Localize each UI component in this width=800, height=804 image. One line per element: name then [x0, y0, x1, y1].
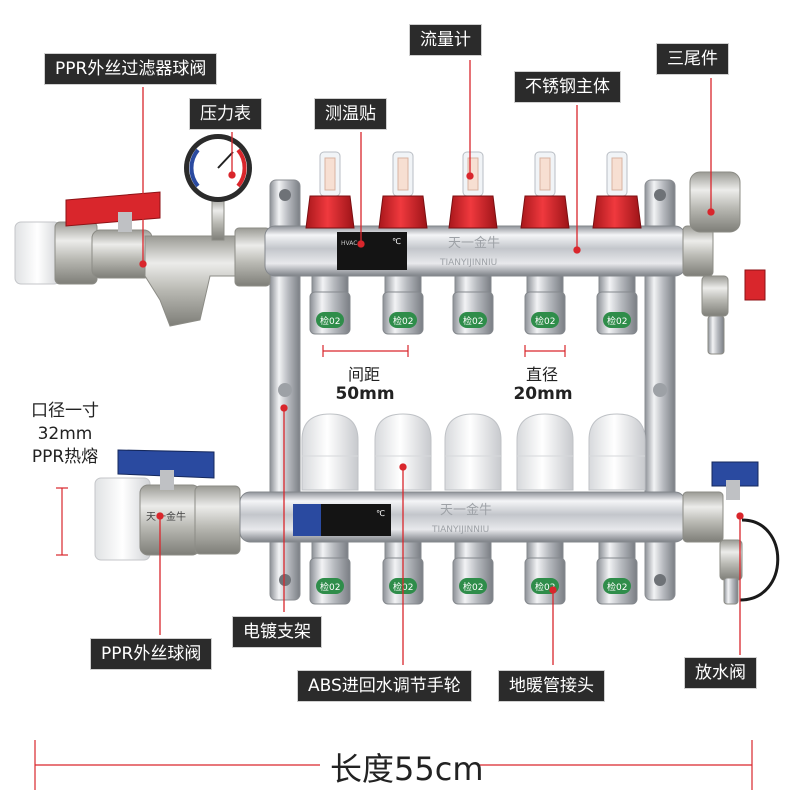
flow-meter-5[interactable]	[592, 151, 642, 229]
inlet-spec-line2: 32mm	[37, 424, 93, 444]
inlet-spec-line1: 口径一寸	[31, 401, 99, 421]
top-outlet-3: 检02	[452, 275, 494, 335]
label-temperature-sticker: 测温贴	[314, 98, 387, 130]
top-outlet-2: 检02	[382, 275, 424, 335]
bottom-manifold: 天一金牛 ℃ 天一金牛 TIANYIJINNIU	[94, 449, 780, 605]
abs-handwheel-5[interactable]	[588, 413, 646, 491]
label-floor-heating-connector: 地暖管接头	[498, 670, 605, 702]
flow-meter-1[interactable]	[305, 151, 355, 229]
flow-meter-3[interactable]	[448, 151, 498, 229]
label-ppr-ball-valve: PPR外丝球阀	[90, 638, 213, 670]
abs-handwheel-4[interactable]	[516, 413, 574, 491]
top-port-tag-4: 检02	[535, 315, 555, 327]
bottom-outlet-1: 检02	[309, 541, 351, 605]
diameter-value: 20mm	[513, 384, 573, 404]
top-body-brand-en: TIANYIJINNIU	[439, 258, 497, 268]
label-ppr-filter-ball-valve: PPR外丝过滤器球阀	[44, 53, 218, 85]
bottom-sticker-unit: ℃	[376, 509, 385, 518]
top-sticker-unit: ℃	[392, 237, 401, 246]
bottom-outlet-4: 检02	[524, 541, 566, 605]
label-drain-valve: 放水阀	[684, 657, 757, 689]
top-port-tag-5: 检02	[607, 315, 627, 327]
top-outlet-connectors: 检02 检02 检02 检02 检02	[309, 275, 638, 335]
bottom-port-tag-1: 检02	[320, 581, 340, 593]
diameter-title: 直径	[525, 365, 558, 384]
top-outlet-1: 检02	[309, 275, 351, 335]
spacing-title: 间距	[347, 365, 380, 384]
bottom-body-brand-cn: 天一金牛	[440, 502, 492, 518]
bottom-outlet-3: 检02	[452, 541, 494, 605]
bottom-body-brand-en: TIANYIJINNIU	[431, 525, 489, 535]
bottom-outlet-5: 检02	[596, 541, 638, 605]
label-abs-handwheel: ABS进回水调节手轮	[297, 670, 472, 702]
inlet-spec: 口径一寸 32mm PPR热熔	[10, 400, 120, 469]
label-three-tail-piece: 三尾件	[656, 43, 729, 75]
length-label: 长度55cm	[330, 750, 484, 788]
abs-handwheels	[301, 413, 646, 491]
top-manifold: HVAC ℃ 天一金牛 TIANYIJINNIU	[14, 134, 766, 355]
top-body-brand-cn: 天一金牛	[448, 235, 500, 251]
callout-lines	[139, 60, 744, 665]
label-pressure-gauge: 压力表	[189, 98, 262, 130]
flow-meter-2[interactable]	[378, 151, 428, 229]
flow-meters	[305, 151, 642, 229]
top-port-tag-3: 检02	[463, 315, 483, 327]
top-outlet-5: 检02	[596, 275, 638, 335]
bottom-port-tag-5: 检02	[607, 581, 627, 593]
top-port-tag-2: 检02	[393, 315, 413, 327]
top-port-tag-1: 检02	[320, 315, 340, 327]
svg-text:HVAC: HVAC	[341, 240, 357, 247]
flow-meter-4[interactable]	[520, 151, 570, 229]
label-flow-meter: 流量计	[409, 24, 482, 56]
dimension-marks	[34, 345, 753, 790]
label-plated-bracket: 电镀支架	[232, 616, 322, 648]
bottom-port-tag-3: 检02	[463, 581, 483, 593]
bottom-valve-brand: 天一金牛	[146, 510, 186, 523]
spacing-value: 50mm	[335, 384, 395, 404]
label-stainless-body: 不锈钢主体	[514, 71, 621, 103]
abs-handwheel-3[interactable]	[444, 413, 502, 491]
top-outlet-4: 检02	[524, 275, 566, 335]
abs-handwheel-1[interactable]	[301, 413, 359, 491]
abs-handwheel-2[interactable]	[374, 413, 432, 491]
inlet-spec-line3: PPR热熔	[31, 447, 99, 467]
